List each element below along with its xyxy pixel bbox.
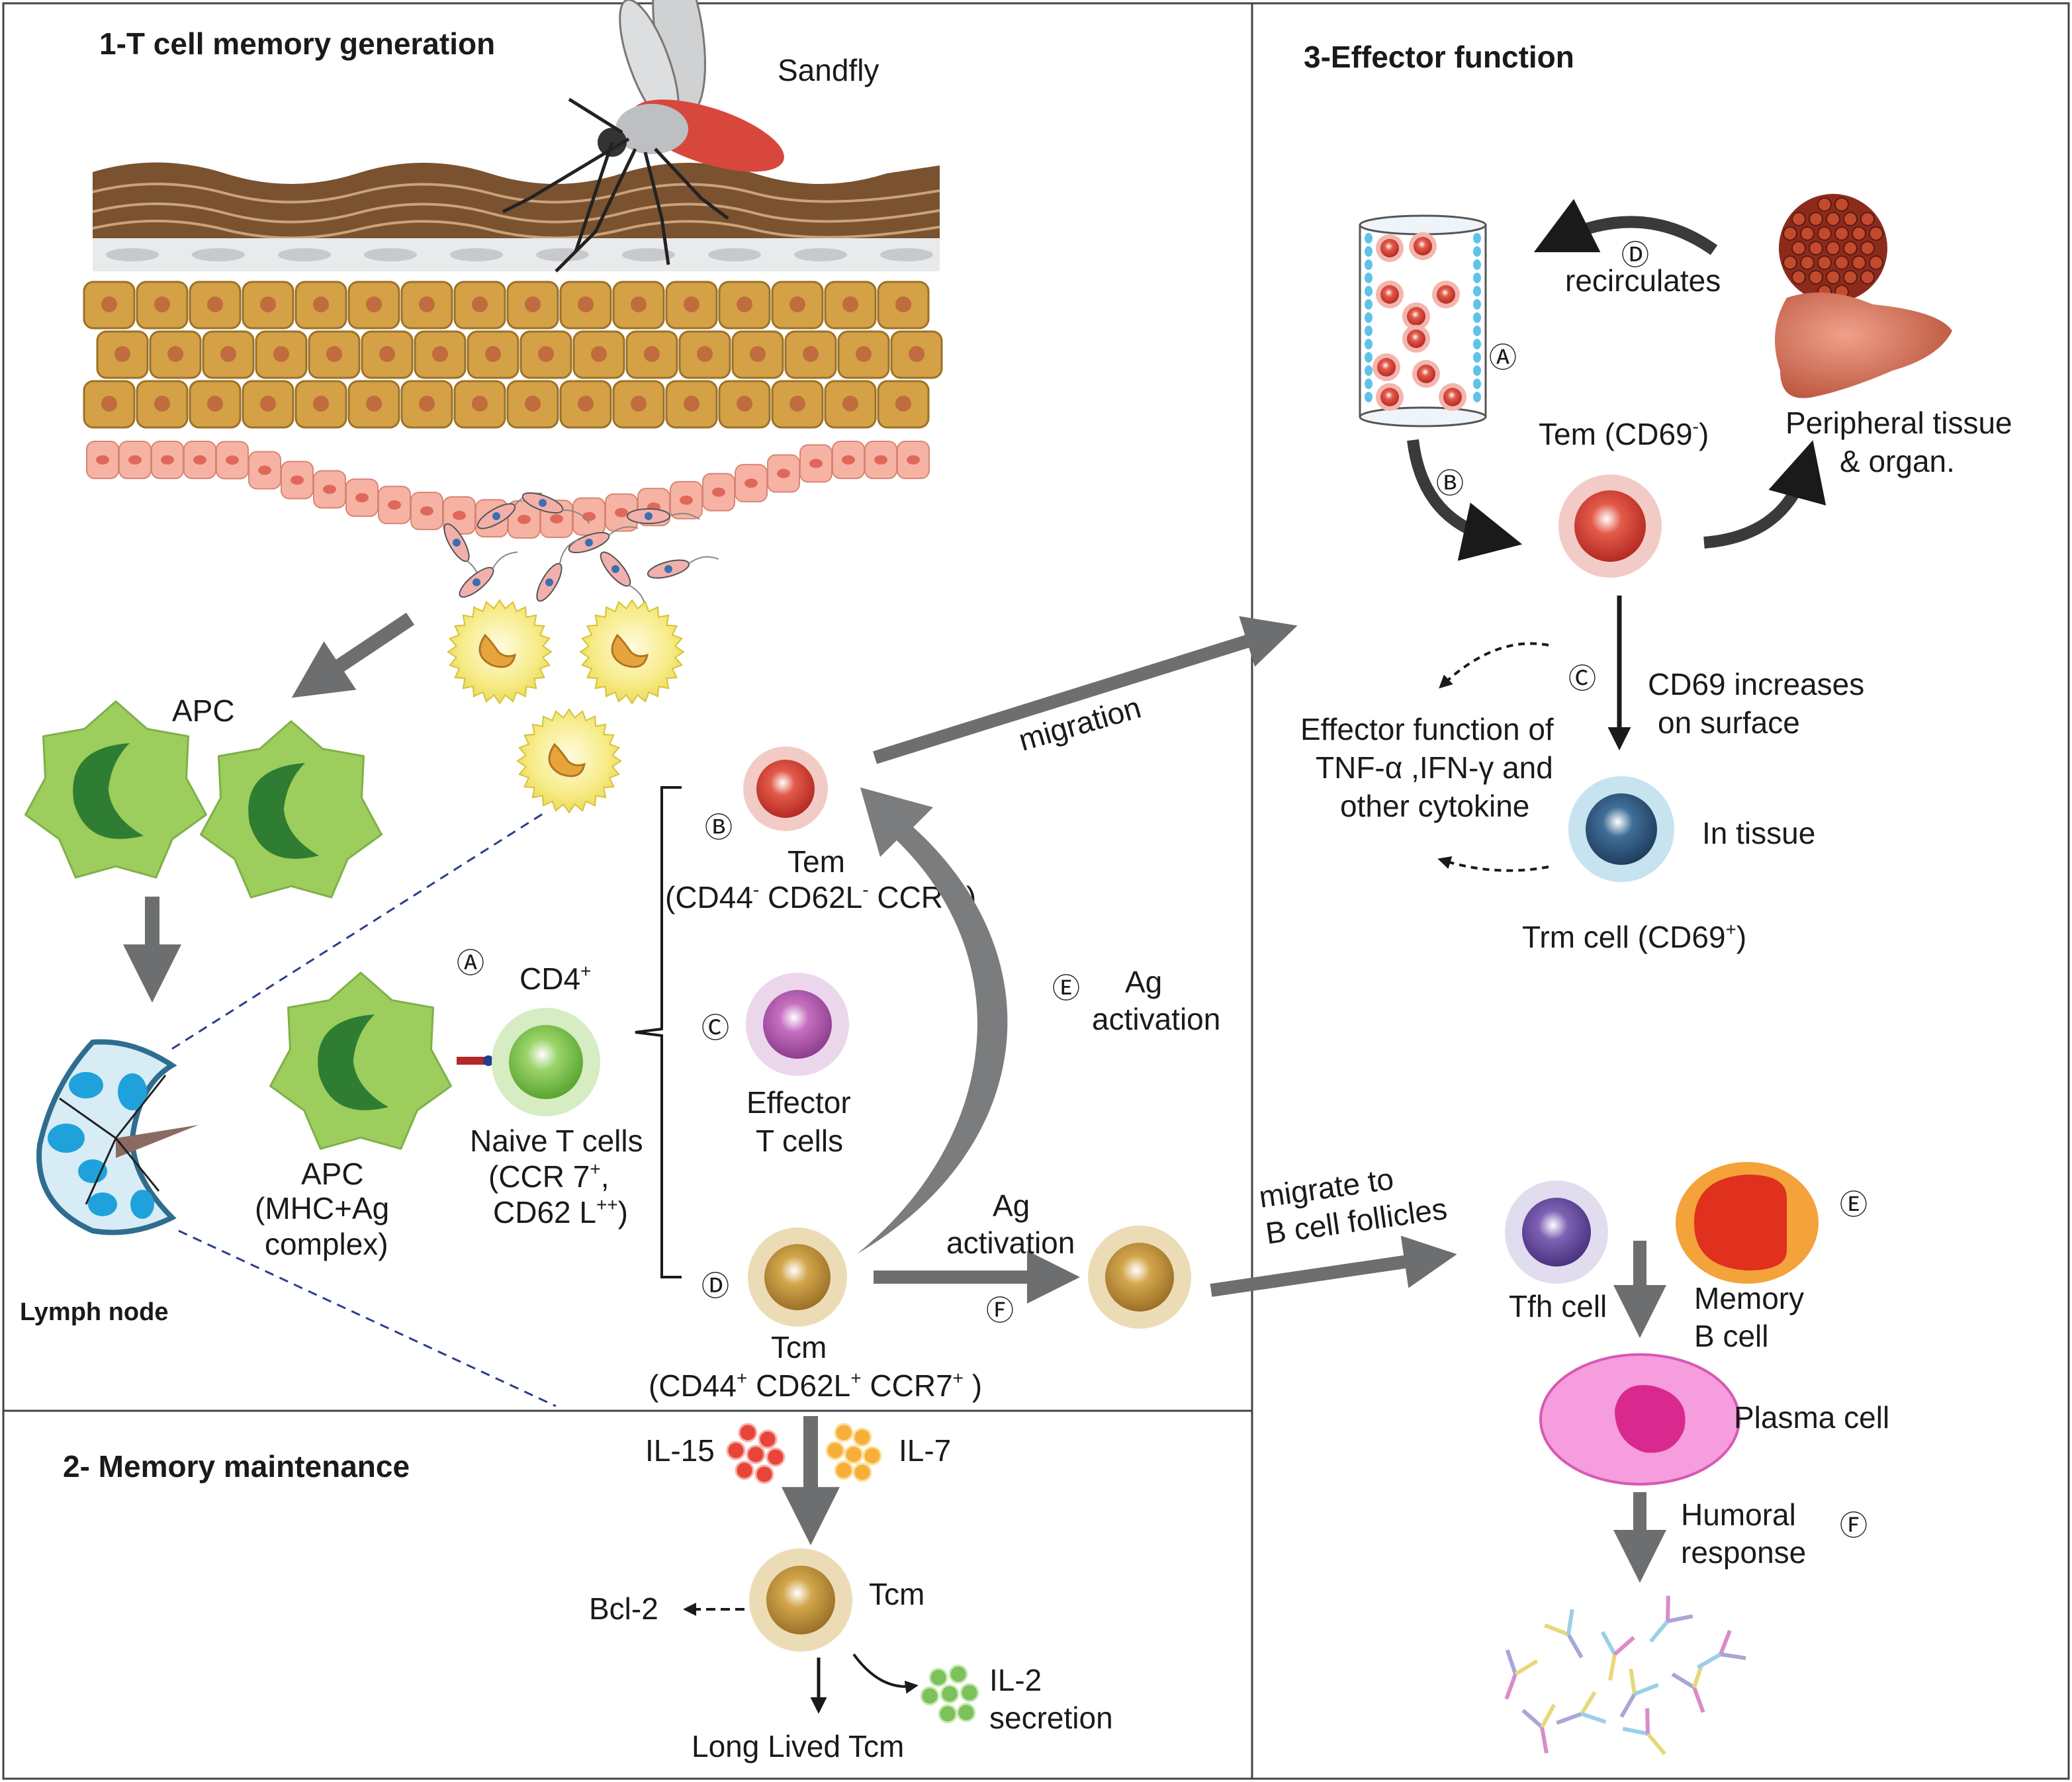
zoom-lines <box>171 813 557 1407</box>
arrow-to-peripheral <box>1703 440 1826 549</box>
label-e-middle: Ⓔ <box>1052 973 1080 1004</box>
ag-activation-label-1: Ag <box>1125 965 1162 999</box>
mhc-label-2: complex) <box>265 1227 388 1261</box>
cd69-increase-label-2: on surface <box>1658 705 1800 740</box>
curved-arrow-ag-activation <box>857 787 1008 1254</box>
tem-cd69-cell <box>1574 490 1646 562</box>
tcm-cell <box>764 1244 831 1310</box>
apc-top-label: APC <box>172 693 235 728</box>
arrow-to-apc <box>291 612 415 698</box>
naive-t-cell <box>509 1025 583 1099</box>
tcm-label: Tcm <box>771 1330 827 1364</box>
humoral-label-2: response <box>1681 1535 1806 1570</box>
ag-activation-label-4: activation <box>946 1225 1075 1260</box>
arrow-effector-up <box>1439 642 1549 689</box>
arrow-effector-down <box>1437 856 1549 872</box>
tcm-maintained-cell <box>766 1566 835 1634</box>
apc-cells-top <box>24 700 383 899</box>
arrow-recirculates <box>1533 199 1718 255</box>
tem-cell <box>756 760 815 818</box>
activated-tcm-cell <box>1105 1243 1174 1312</box>
il2-label-1: IL-2 <box>989 1663 1042 1697</box>
blood-vessel <box>1359 214 1487 427</box>
skin-illustration <box>83 162 943 539</box>
memory-b-cell-nucleus <box>1694 1175 1787 1270</box>
il2-molecules <box>920 1664 979 1724</box>
naive-label-1: Naive T cells <box>470 1124 643 1158</box>
trm-cell <box>1586 793 1657 865</box>
apc-bottom-label: APC <box>301 1157 364 1191</box>
label-a-left: Ⓐ <box>457 948 484 979</box>
peripheral-organ-illustration <box>1775 194 1952 398</box>
tem-label: Tem <box>788 844 845 879</box>
plasma-cell-nucleus <box>1615 1385 1686 1453</box>
effector-cell <box>763 990 832 1059</box>
in-tissue-label: In tissue <box>1702 816 1815 850</box>
parasites-group <box>443 492 719 611</box>
apc-cell-bottom <box>269 971 452 1150</box>
label-f-right: Ⓕ <box>1840 1510 1868 1541</box>
lymph-node-illustration <box>36 1039 199 1235</box>
arrow-b-to-tem <box>1407 439 1523 561</box>
label-d-left: Ⓓ <box>701 1270 729 1302</box>
label-e-right: Ⓔ <box>1840 1189 1868 1220</box>
ag-activation-label-3: Ag <box>993 1188 1030 1223</box>
section-1-title: 1-T cell memory generation <box>99 26 495 61</box>
peripheral-label-2: & organ. <box>1840 444 1955 478</box>
label-a-right: Ⓐ <box>1489 342 1517 373</box>
tcr-mhc-contact <box>457 1055 494 1066</box>
neutrophils-group <box>447 599 685 814</box>
effector-function-label-2: TNF-α ,IFN-γ and <box>1316 750 1553 785</box>
label-f-middle: Ⓕ <box>986 1295 1014 1326</box>
label-d-right: Ⓓ <box>1621 240 1649 271</box>
label-c-left: Ⓒ <box>701 1012 729 1044</box>
label-b-right: Ⓑ <box>1436 468 1464 499</box>
bcl2-label: Bcl-2 <box>589 1591 658 1626</box>
long-lived-label: Long Lived Tcm <box>692 1729 904 1763</box>
label-b-left: Ⓑ <box>705 812 733 843</box>
il2-label-2: secretion <box>989 1701 1113 1735</box>
tcm-markers: (CD44+ CD62L+ CCR7+ ) <box>649 1368 982 1403</box>
plasma-label: Plasma cell <box>1734 1400 1889 1435</box>
lymph-node-label: Lymph node <box>20 1298 168 1326</box>
tem-markers: (CD44- CD62L- CCR7-) <box>665 879 976 914</box>
effector-label-1: Effector <box>746 1085 851 1120</box>
cd4-label: CD4+ <box>519 961 591 996</box>
arrow-il2 <box>852 1653 919 1694</box>
effector-function-label-1: Effector function of <box>1300 712 1554 746</box>
section-3-title: 3-Effector function <box>1304 40 1574 74</box>
mhc-label-1: (MHC+Ag <box>255 1191 389 1225</box>
sandfly-label: Sandfly <box>778 53 879 87</box>
recirculates-label: recirculates <box>1565 263 1721 298</box>
naive-label-3: CD62 L++) <box>493 1194 628 1229</box>
humoral-label-1: Humoral <box>1681 1497 1796 1532</box>
cd69-increase-label-1: CD69 increases <box>1648 667 1864 701</box>
il15-label: IL-15 <box>645 1433 715 1468</box>
tem-cd69-label: Tem (CD69-) <box>1539 416 1709 451</box>
tfh-cell <box>1522 1198 1591 1267</box>
il7-label: IL-7 <box>899 1433 951 1468</box>
label-c-right: Ⓒ <box>1568 663 1596 694</box>
naive-label-2: (CCR 7+, <box>488 1159 609 1194</box>
memory-b-label-2: B cell <box>1694 1319 1768 1353</box>
sandfly-illustration <box>502 0 784 273</box>
section-2-title: 2- Memory maintenance <box>63 1449 410 1484</box>
ag-activation-label-2: activation <box>1092 1002 1220 1036</box>
effector-label-2: T cells <box>756 1124 843 1158</box>
differentiation-bracket <box>635 786 682 1278</box>
arrow-to-follicles <box>1210 1235 1457 1297</box>
memory-b-label-1: Memory <box>1694 1281 1804 1315</box>
il7-molecules <box>825 1423 882 1482</box>
effector-function-label-3: other cytokine <box>1340 789 1529 823</box>
antibodies-group <box>1504 1595 1746 1756</box>
tfh-label: Tfh cell <box>1509 1289 1607 1323</box>
peripheral-label-1: Peripheral tissue <box>1785 406 2012 440</box>
arrow-migration <box>873 616 1298 764</box>
il15-molecules <box>726 1423 786 1484</box>
tcm-maintained-label: Tcm <box>869 1577 924 1611</box>
trm-label: Trm cell (CD69+) <box>1522 919 1746 954</box>
